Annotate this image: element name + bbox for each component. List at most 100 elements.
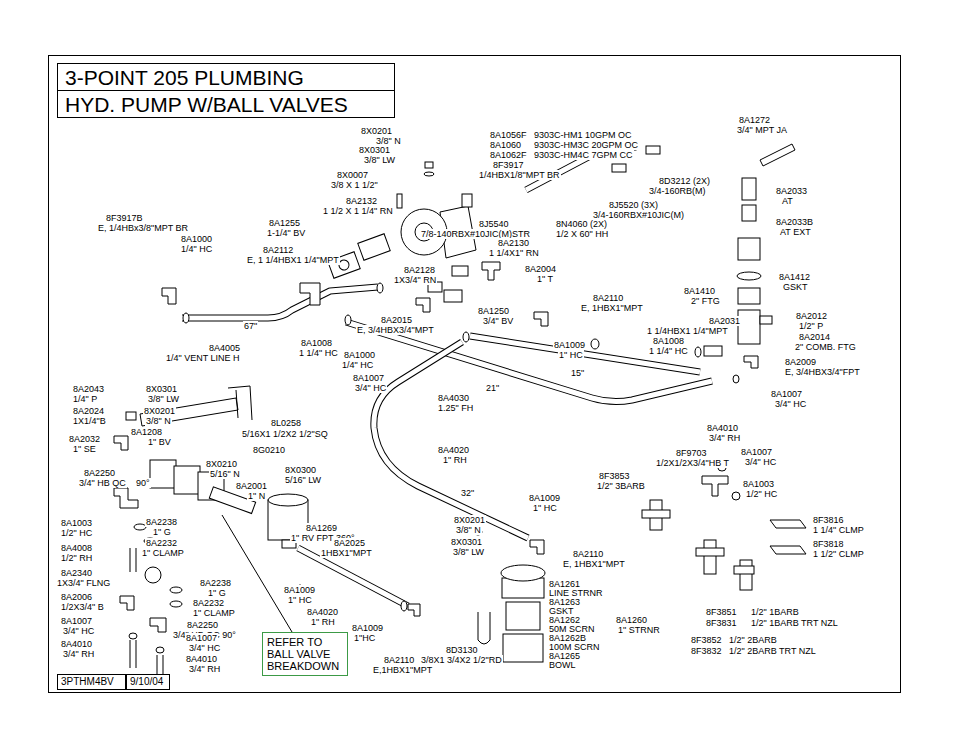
part-label: 8A2132 [345, 196, 378, 206]
part-label: 8A1003 [60, 518, 93, 528]
hoses [298, 548, 408, 606]
part-label: AT [781, 196, 794, 206]
part-label: 8A2110 [383, 655, 415, 665]
pump-assembly [424, 172, 434, 176]
tank-fitting-stack [738, 238, 760, 260]
part-label: 3/8" LW [363, 155, 396, 165]
part-label: 9303C-HM3C 20GPM OC [533, 140, 639, 150]
pump-assembly [463, 332, 469, 342]
part-label: 1" BV [147, 437, 172, 447]
part-label: 1" G [152, 527, 172, 537]
ball-valve-manifold [228, 386, 252, 420]
line-strainer [503, 634, 543, 662]
pump-assembly [345, 315, 351, 325]
tank-fitting-stack [744, 356, 758, 368]
part-label: 1"HC [353, 633, 376, 643]
part-label: 8A2250 [83, 468, 116, 478]
pump-assembly [591, 339, 599, 349]
part-label: 8A2031 [708, 316, 741, 326]
pump-assembly [358, 234, 390, 260]
part-label: 3/8" LW [147, 394, 180, 404]
part-label: 8A1269 [305, 523, 338, 533]
nozzle-fittings [702, 476, 728, 496]
part-label: 8A2004 [524, 264, 557, 274]
sheet-border [49, 56, 901, 693]
ball-valve-manifold [150, 460, 176, 488]
hoses [374, 342, 528, 538]
pump-assembly [534, 312, 548, 326]
ball-valve-manifold [129, 633, 137, 639]
tank-fitting-stack [760, 144, 795, 166]
part-label: 8A1060 [489, 140, 522, 150]
pump-assembly [162, 142, 660, 349]
part-label: 8A4020 [306, 607, 339, 617]
part-label: 8A1009 [283, 585, 316, 595]
part-label: AT EXT [779, 227, 812, 237]
nozzle-fittings [770, 520, 806, 528]
pump-assembly [300, 283, 320, 305]
part-label: 8F3853 [598, 471, 631, 481]
part-label: 1 1/4" HC [298, 348, 339, 358]
pump-assembly [425, 162, 433, 168]
part-label: 1" CLAMP [141, 548, 185, 558]
part-label: 3/4" HC [62, 626, 95, 636]
hoses [298, 548, 408, 606]
line-filter [401, 601, 407, 611]
nozzle-fittings [770, 546, 806, 554]
part-label: 8A1255 [268, 218, 301, 228]
pump-assembly [358, 234, 390, 260]
tank-fitting-stack [742, 178, 756, 200]
part-label: 1/2" 1BARB [750, 607, 800, 617]
drawing-number-cell: 9/10/04 [126, 674, 170, 690]
part-label: 1/4" VENT LINE H [165, 353, 241, 363]
part-label: 1/4" HC [341, 360, 374, 370]
part-label: 8F3818 [812, 539, 845, 549]
part-label: 3/4" HC [744, 457, 777, 467]
part-label: 3/4" HB QC [78, 478, 127, 488]
part-label: 1" G [207, 588, 227, 598]
pump-assembly [452, 266, 468, 276]
tank-fitting-stack [738, 288, 760, 304]
part-label: 8A2014 [798, 332, 831, 342]
part-label: 8A1000 [343, 350, 376, 360]
tank-fitting-stack [704, 346, 722, 356]
hoses [470, 336, 700, 372]
part-label: E, 1HBX1"MPT [580, 303, 644, 313]
node-text: 9/10/04 [130, 676, 166, 688]
part-label: GSKT [782, 282, 809, 292]
part-label: 8D3130 [445, 645, 479, 655]
part-label: 8A1000 [180, 234, 213, 244]
part-label: 2" FTG [690, 296, 721, 306]
part-label: 3/8" N [145, 416, 172, 426]
part-label: 8A2250 [186, 620, 219, 630]
part-label: 8X0201 [143, 406, 176, 416]
part-label: 3/4" BV [482, 316, 514, 326]
part-label: 8A2128 [403, 265, 436, 275]
part-label: 8A4005 [208, 343, 241, 353]
hoses [130, 548, 137, 572]
line-strainer [506, 602, 540, 630]
nozzle-fittings [734, 566, 754, 574]
part-label: 1" N [247, 491, 266, 501]
part-label: 5/16" N [209, 469, 241, 479]
pump-assembly [482, 262, 500, 280]
part-label: 1/2 X 60" HH [555, 229, 609, 239]
part-label: 8A1410 [683, 286, 716, 296]
line-strainer [530, 540, 544, 554]
part-label: 8A1003 [742, 479, 775, 489]
part-label: 1 1/2" CLMP [812, 549, 865, 559]
part-label: 8A2024 [72, 406, 105, 416]
part-label: 8A1007 [185, 633, 218, 643]
part-label: 8F3816 [812, 515, 845, 525]
nozzle-fittings [732, 492, 740, 500]
part-label: 3/4" HC [188, 643, 221, 653]
tank-fitting-stack [695, 347, 701, 357]
note-box: REFER TO BALL VALVE BREAKDOWN [262, 632, 348, 676]
part-label: 3/8X1 3/4X2 1/2"RD [420, 655, 503, 665]
hoses [182, 287, 378, 318]
pump-assembly [416, 298, 430, 312]
part-label: 8A1062F [489, 150, 528, 160]
part-label: 8A1272 [738, 115, 771, 125]
part-label: 1" RH [310, 617, 336, 627]
